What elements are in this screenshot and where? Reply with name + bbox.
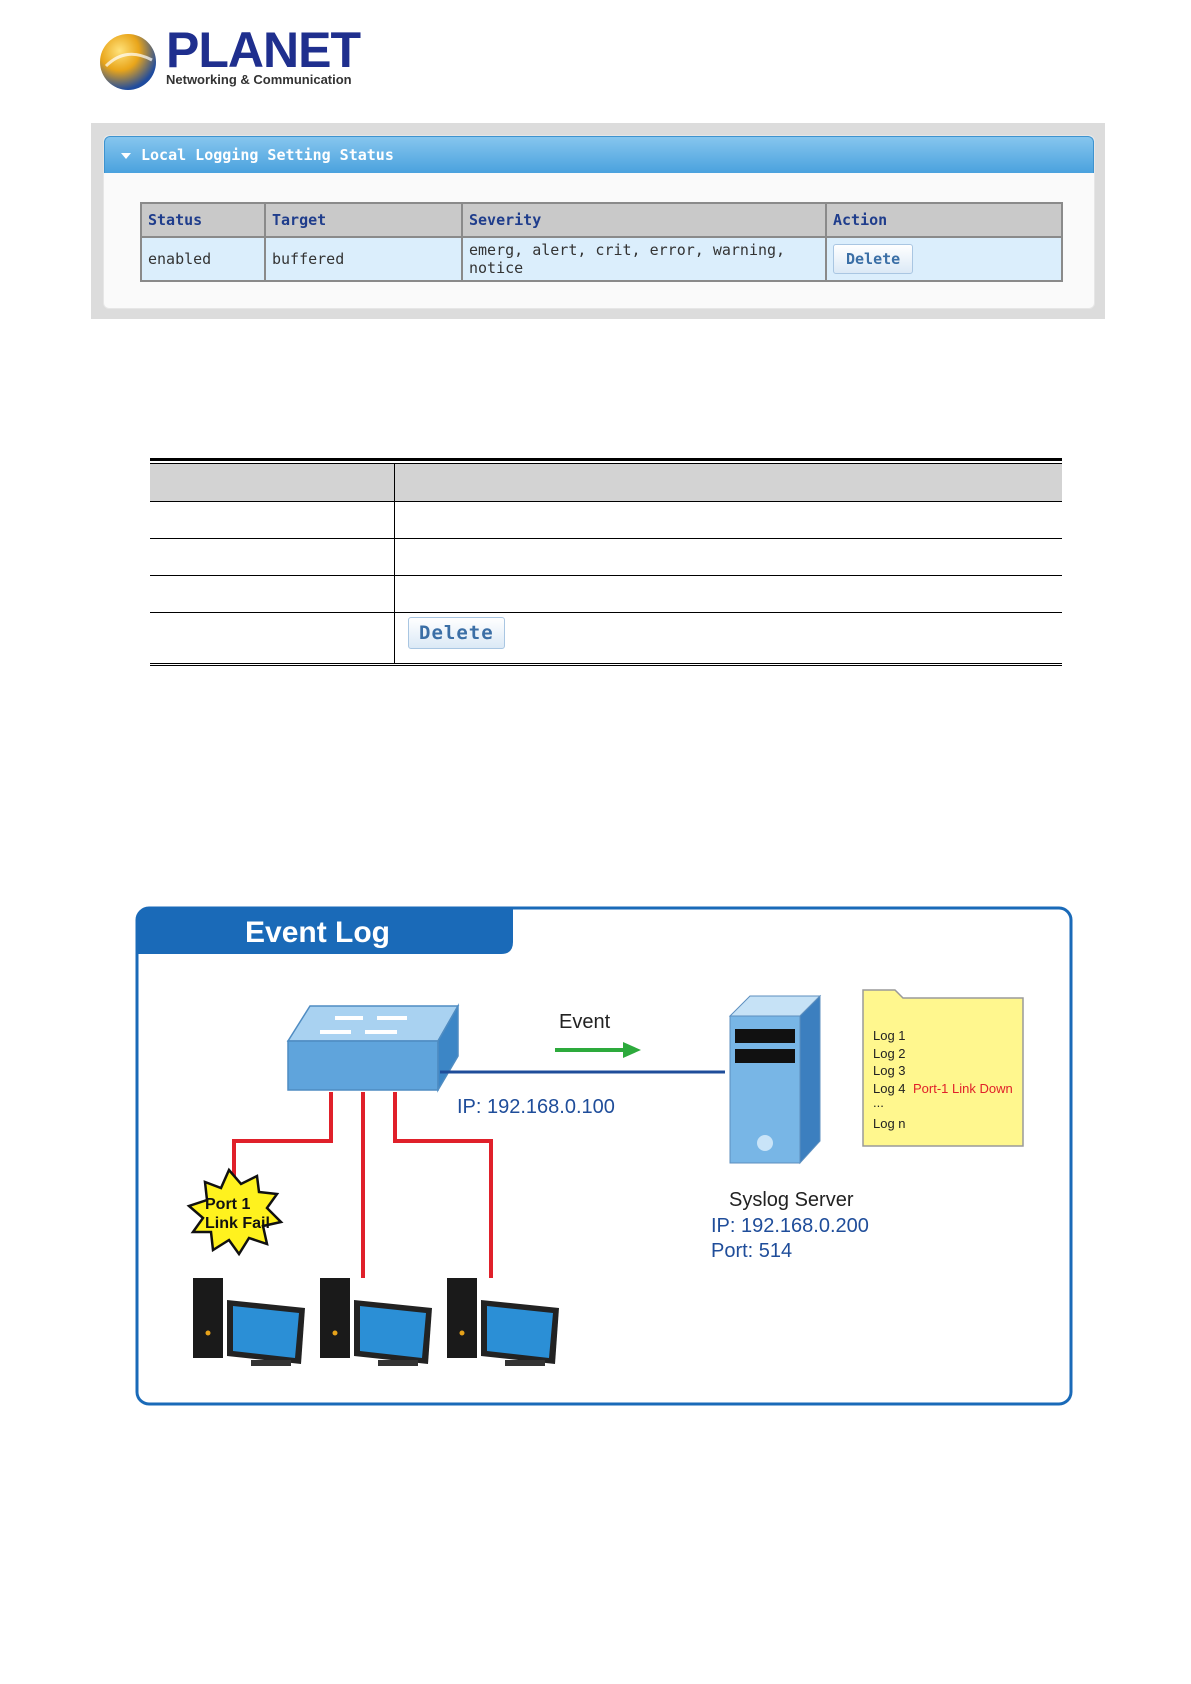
delete-button-sample[interactable]: Delete	[408, 617, 505, 649]
logo-wordmark: PLANET	[166, 22, 361, 78]
log-dots: ...	[873, 1095, 884, 1110]
switch-ip-label: IP: 192.168.0.100	[457, 1096, 615, 1118]
fail-label-line2: Link Fail	[205, 1215, 270, 1232]
logo-tagline: Networking & Communication	[166, 72, 352, 87]
log-4-message: Port-1 Link Down	[913, 1081, 1013, 1096]
collapse-triangle-icon[interactable]	[121, 153, 131, 159]
log-3: Log 3	[873, 1063, 906, 1078]
table-top-rule	[150, 458, 1062, 461]
globe-icon	[100, 34, 156, 90]
event-label: Event	[559, 1011, 611, 1033]
col-status-header: Status	[140, 202, 266, 238]
fail-label-line1: Port 1	[205, 1196, 250, 1213]
server-ip-label: IP: 192.168.0.200	[711, 1215, 869, 1237]
panel-header[interactable]: Local Logging Setting Status	[104, 136, 1094, 173]
port-links	[232, 1092, 493, 1278]
server-icon	[728, 994, 822, 1165]
table-row	[150, 502, 1062, 539]
panel-title: Local Logging Setting Status	[141, 146, 394, 164]
table-row	[150, 539, 1062, 576]
table-header-row: Status Target Severity Action	[140, 202, 1063, 238]
syslog-server-label: Syslog Server	[729, 1189, 854, 1211]
table-row: Delete	[150, 613, 1062, 666]
log-n: Log n	[873, 1116, 906, 1131]
col-target-header: Target	[264, 202, 463, 238]
pc-icon	[193, 1278, 305, 1366]
planet-logo: PLANET Networking & Communication	[96, 22, 361, 92]
event-arrow-icon	[555, 1042, 641, 1058]
table-row: enabled buffered emerg, alert, crit, err…	[140, 236, 1063, 282]
log-folder-icon	[862, 989, 1024, 1147]
pc-icon	[320, 1278, 432, 1366]
target-cell: buffered	[264, 236, 463, 282]
col-severity-header: Severity	[461, 202, 827, 238]
switch-icon	[286, 1003, 460, 1093]
col-action-header: Action	[825, 202, 1063, 238]
table-header-row	[150, 463, 1062, 502]
log-4: Log 4	[873, 1081, 906, 1096]
logging-status-table: Status Target Severity Action enabled bu…	[140, 202, 1063, 282]
diagram-title: Event Log	[245, 916, 390, 949]
status-cell: enabled	[140, 236, 266, 282]
severity-cell: emerg, alert, crit, error, warning, noti…	[461, 236, 827, 282]
table-row	[150, 576, 1062, 613]
log-2: Log 2	[873, 1046, 906, 1061]
description-table: Delete	[150, 458, 1062, 666]
action-cell: Delete	[825, 236, 1063, 282]
pc-icon	[447, 1278, 559, 1366]
delete-button[interactable]: Delete	[833, 244, 914, 274]
log-1: Log 1	[873, 1028, 906, 1043]
event-log-diagram: Event Log Event IP: 192.168.0.100 Syslog…	[135, 906, 1073, 1406]
server-port-label: Port: 514	[711, 1240, 792, 1262]
local-logging-panel: Local Logging Setting Status Status Targ…	[103, 135, 1095, 309]
link-fail-burst-icon	[186, 1167, 284, 1257]
status-panel-frame: Local Logging Setting Status Status Targ…	[91, 123, 1105, 319]
title-tab	[137, 908, 513, 954]
